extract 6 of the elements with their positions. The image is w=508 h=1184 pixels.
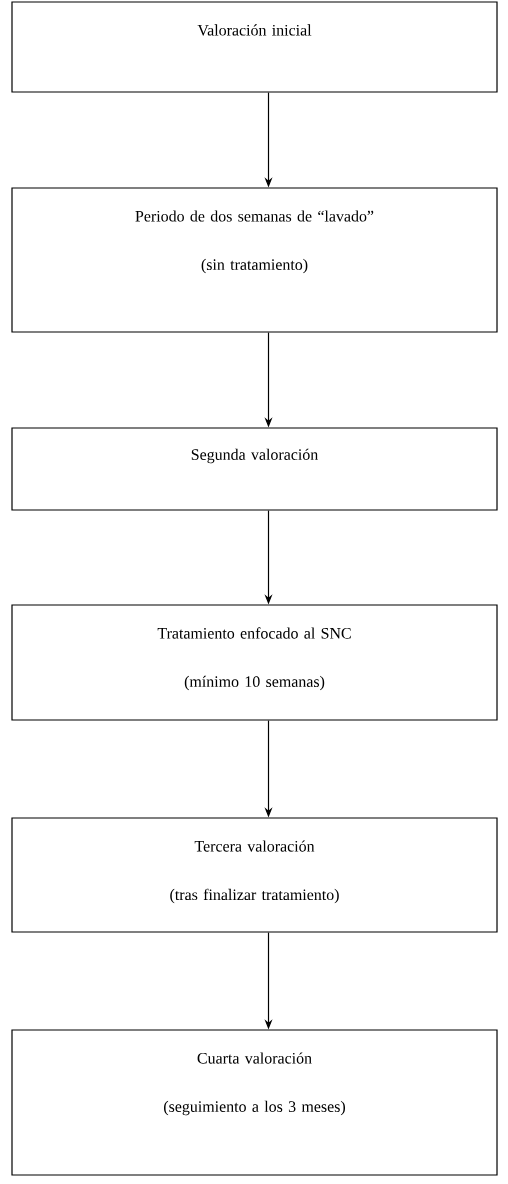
process-box: Periodo de dos semanas de “lavado” (sin tratamiento)	[11, 187, 498, 333]
process-box: Tercera valoración (tras finalizar tratamiento)	[11, 817, 498, 933]
process-box: Cuarta valoración (seguimiento a los 3 meses)	[11, 1029, 498, 1176]
process-box: Tratamiento enfocado al SNC (mínimo 10 semanas)	[11, 604, 498, 721]
process-box: Segunda valoración	[11, 427, 498, 511]
process-box: Valoración inicial	[11, 1, 498, 93]
